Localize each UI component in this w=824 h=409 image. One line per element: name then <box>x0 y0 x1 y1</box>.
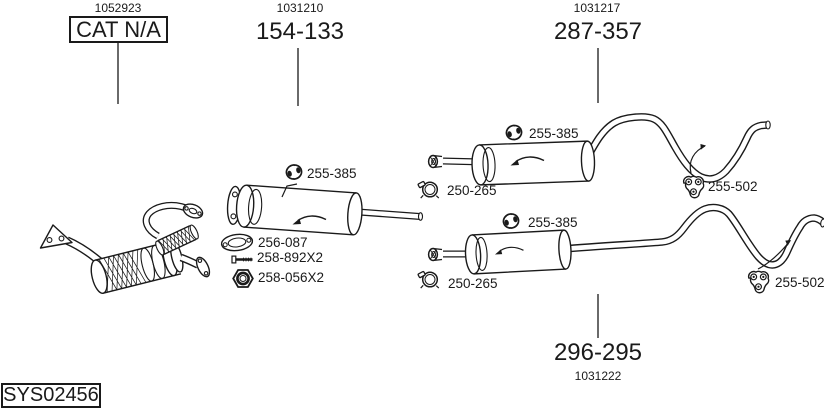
part-id-rear-system-1: 1031217 <box>573 1 621 15</box>
part-label-gasket: 256-087 <box>258 235 308 250</box>
part-label-clamp-rear2: 250-265 <box>448 276 498 291</box>
part-label-clamp-rear1: 250-265 <box>447 183 497 198</box>
part-label-hanger-rear2: 255-385 <box>528 215 578 230</box>
pipe-inlet-tip <box>427 154 443 169</box>
rubber-mount-icon <box>747 270 770 294</box>
rear-system-2-drawing <box>427 203 824 275</box>
gasket-icon <box>219 231 255 254</box>
bolt-icon <box>230 254 254 265</box>
group-code-center-muffler: 154-133 <box>255 18 345 45</box>
system-code-badge: SYS02456 <box>1 383 101 408</box>
clamp-icon <box>417 180 440 199</box>
pipe-inlet-tip <box>427 247 443 262</box>
part-id-center-muffler: 1031210 <box>276 1 324 15</box>
part-id-rear-system-2: 1031222 <box>574 369 622 383</box>
group-code-rear-system-1: 287-357 <box>553 18 643 45</box>
part-id-front-pipe: 1052923 <box>94 1 142 15</box>
center-muffler-drawing <box>226 183 424 236</box>
nut-icon <box>231 268 255 289</box>
rubber-ring-hanger-icon <box>501 211 521 231</box>
part-label-mount-rear2: 255-502 <box>775 275 824 290</box>
rubber-ring-hanger-icon <box>504 123 524 142</box>
part-label-hanger-rear1: 255-385 <box>529 126 579 141</box>
part-label-mount-rear1: 255-502 <box>708 179 758 194</box>
group-code-rear-system-2: 296-295 <box>553 339 643 366</box>
rubber-ring-hanger-icon <box>284 162 304 182</box>
part-label-nut: 258-056X2 <box>258 270 325 285</box>
part-label-hanger-center: 255-385 <box>307 166 357 181</box>
clamp-icon <box>417 270 440 289</box>
group-code-front-pipe: CAT N/A <box>69 16 168 43</box>
rubber-mount-icon <box>682 175 705 199</box>
front-pipe-drawing <box>39 201 211 294</box>
part-label-bolt: 258-892X2 <box>257 250 324 265</box>
rear-system-1-drawing <box>427 113 771 186</box>
